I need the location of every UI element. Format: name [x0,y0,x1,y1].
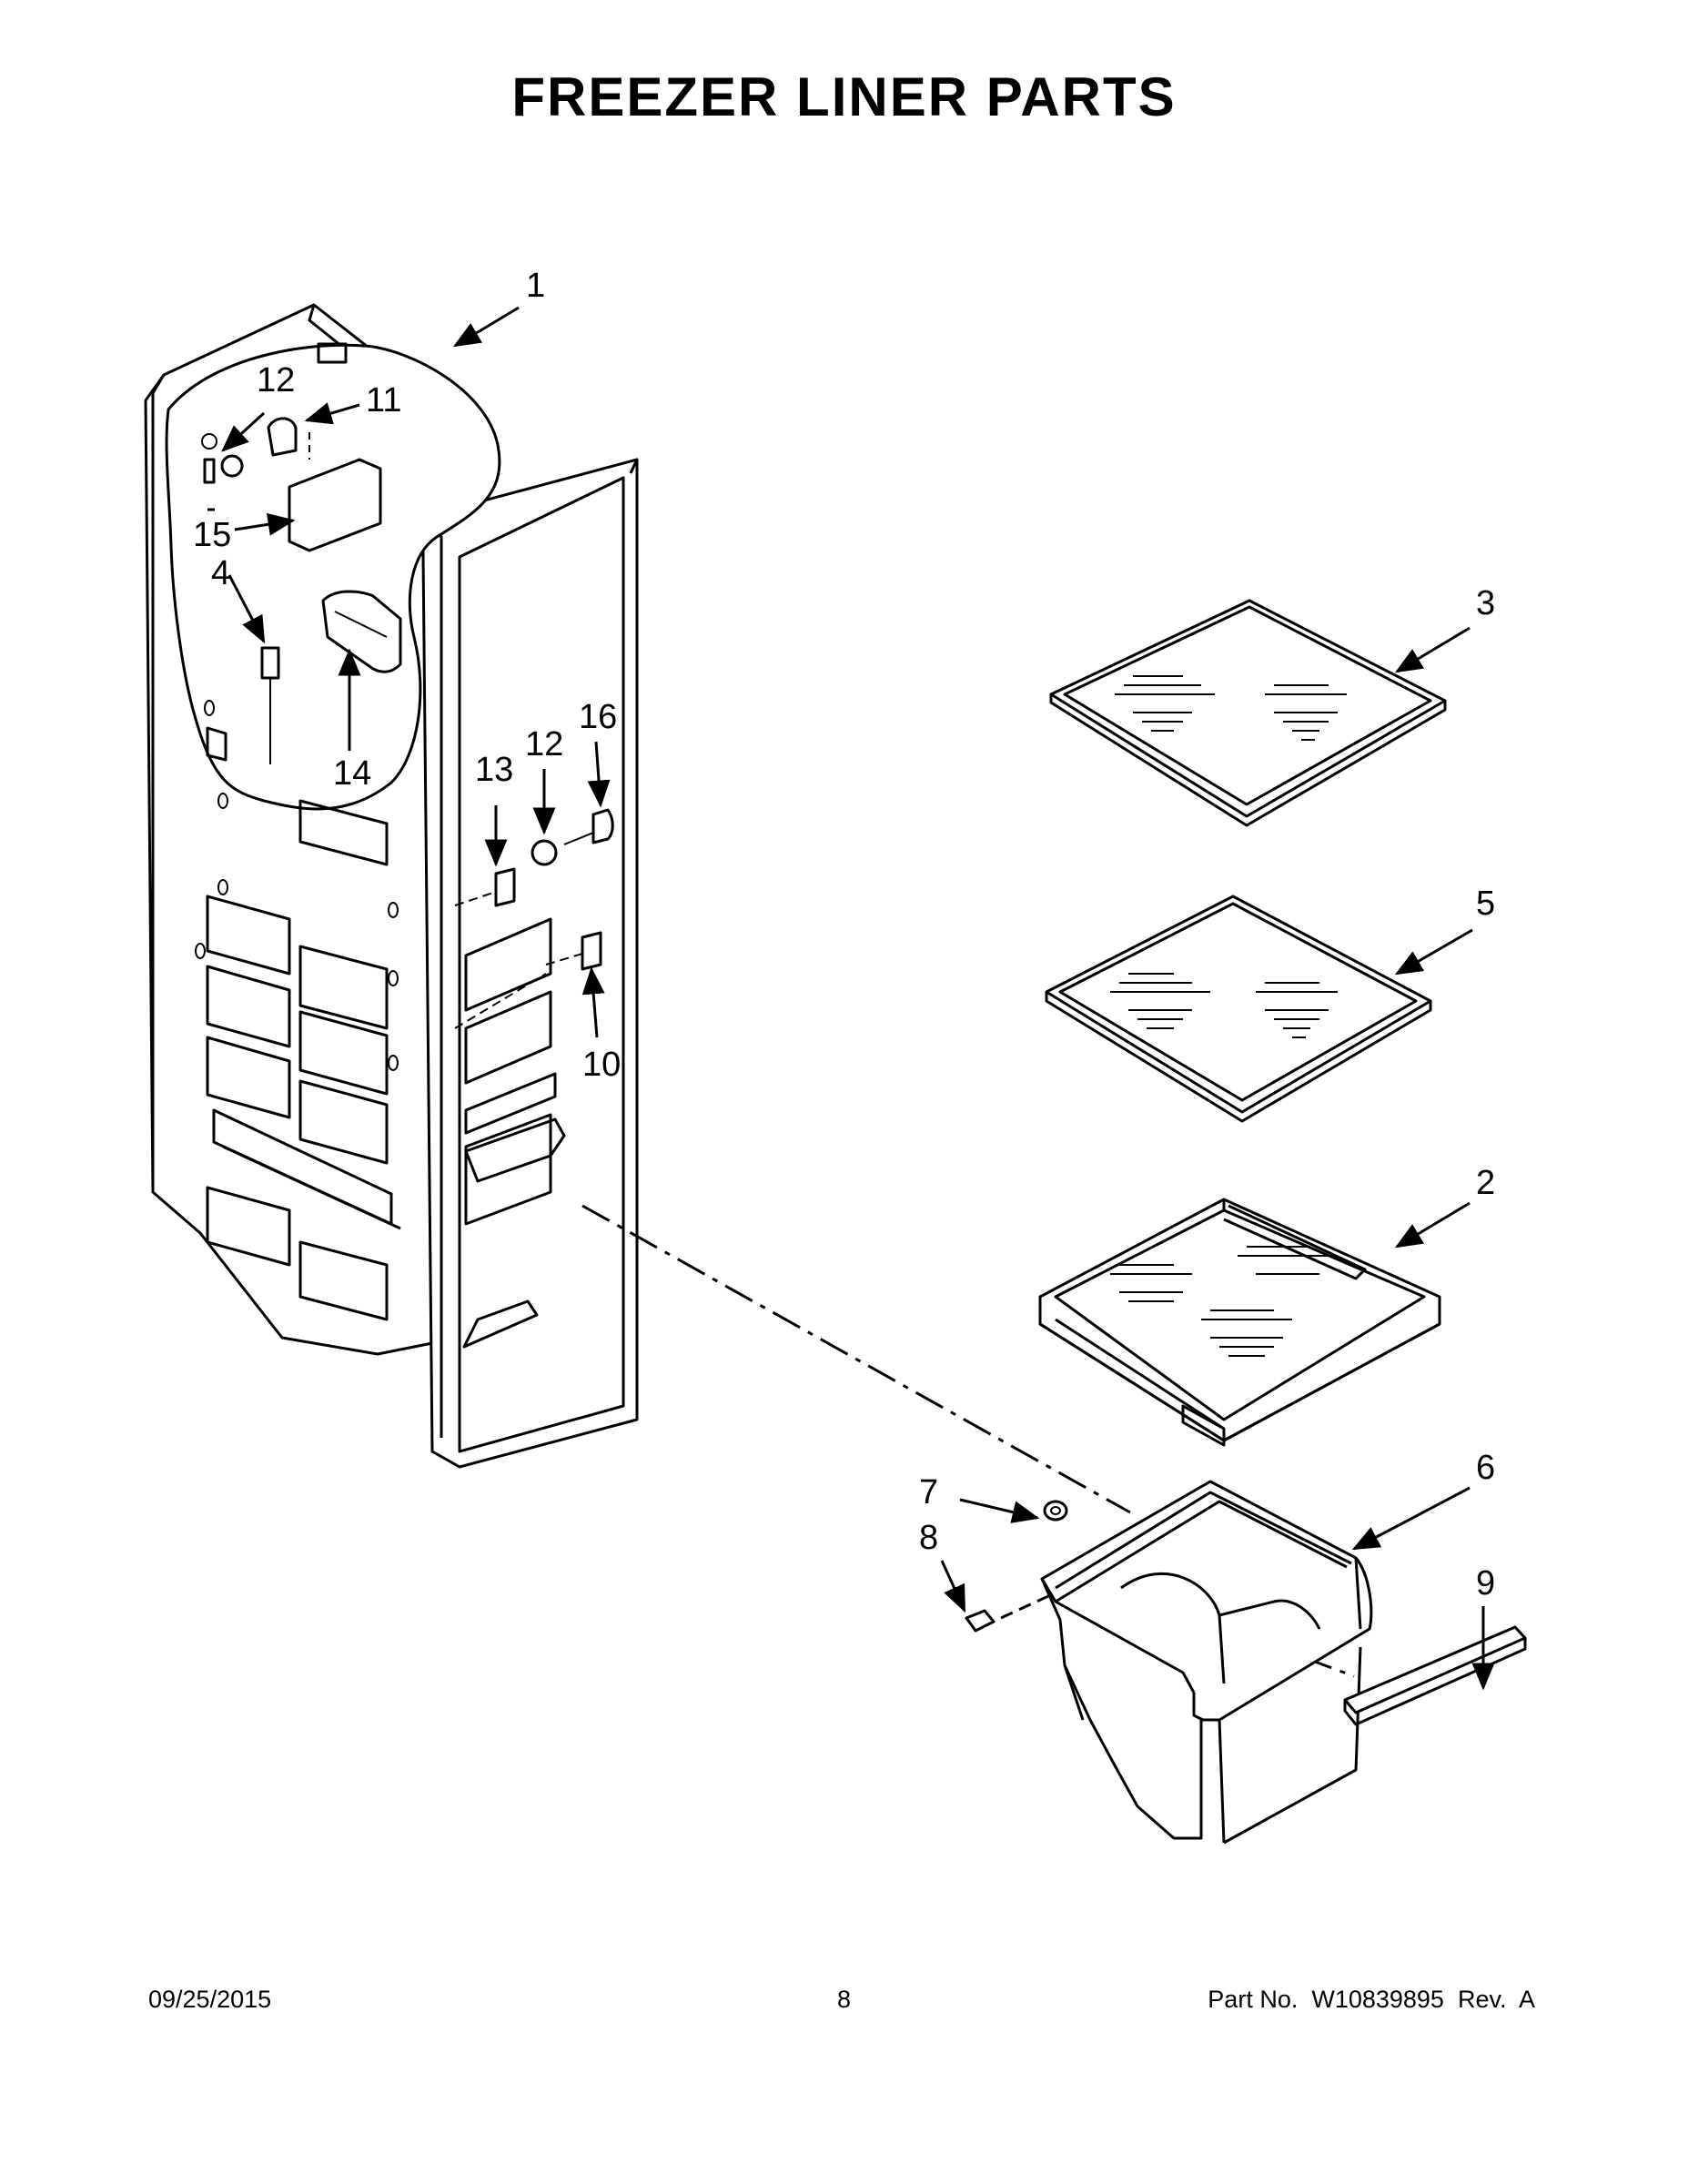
footer-part-number: Part No. W10839895 Rev. A [1208,1986,1535,2013]
footer-page-number: 8 [836,1986,852,2013]
callout-1: 1 [526,267,545,305]
cap-guide-line [1000,1589,1061,1620]
callout-9: 9 [1476,1564,1495,1603]
callout-labels: 1 2 3 4 5 6 7 8 9 10 11 12 12 13 14 15 1… [193,267,1495,1603]
crisper-drawer [1040,1480,1373,1845]
glass-shelf-middle [1045,895,1432,1123]
callout-15: 15 [193,516,231,554]
callout-16: 16 [579,698,617,736]
callout-5: 5 [1476,885,1495,923]
leader-lines [221,306,1495,1691]
callout-4: 4 [211,554,230,592]
callout-14: 14 [333,754,371,793]
glass-shelf-framed [1038,1198,1441,1447]
callout-6: 6 [1476,1449,1495,1487]
crisper-rail [1343,1625,1527,1726]
glass-shelf-top [1049,599,1447,827]
footer-date: 09/25/2015 [148,1986,272,2013]
freezer-liner [144,303,639,1469]
liner-vents [206,726,557,1349]
crisper-cap [1043,1500,1068,1522]
callout-10: 10 [582,1046,621,1084]
crisper-screw [965,1609,996,1633]
callout-7: 7 [919,1473,938,1512]
callout-12b: 12 [525,725,563,763]
callout-12a: 12 [257,361,295,399]
callout-3: 3 [1476,584,1495,622]
page-title: FREEZER LINER PARTS [511,66,1177,127]
callout-2: 2 [1476,1164,1495,1202]
cutout-parts [201,342,402,764]
assembly-guide-line [581,1204,1131,1514]
liner-side-parts [454,808,614,1029]
liner-holes [195,700,399,1071]
callout-13: 13 [475,751,513,789]
callout-11: 11 [366,381,401,420]
callout-8: 8 [919,1519,938,1557]
